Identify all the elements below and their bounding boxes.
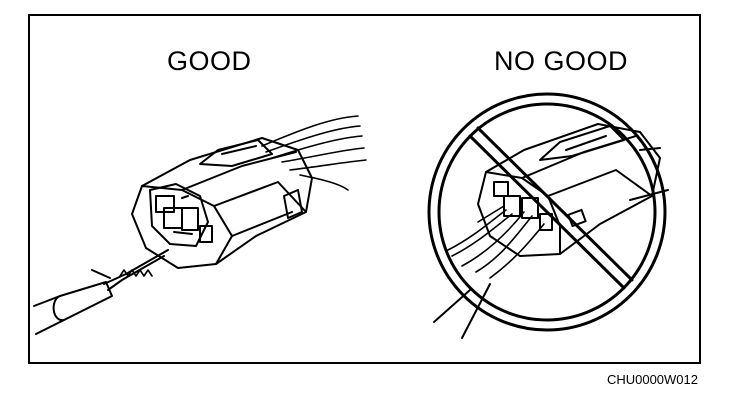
good-connector-illustration [33,115,367,335]
figure-frame [28,14,701,364]
no-good-connector-housing [477,123,661,257]
no-good-wire-bundle [447,205,545,279]
prohibition-circle-outer [427,92,667,332]
no-good-terminal-cavity [493,181,509,197]
no-good-terminal-cavity [539,213,553,231]
no-good-panel-title: NO GOOD [494,46,629,76]
prohibition-circle-inner [437,102,657,322]
no-good-connector-illustration [427,92,669,339]
good-wire-bundle [261,115,367,191]
good-panel-title: GOOD [167,46,252,76]
good-connector-latch [199,139,273,167]
good-terminal-cavity [181,207,199,231]
test-probe [33,249,169,335]
figure-code: CHU0000W012 [606,372,698,387]
prohibition-slash [468,126,634,290]
no-good-terminal-cavity [503,195,521,217]
